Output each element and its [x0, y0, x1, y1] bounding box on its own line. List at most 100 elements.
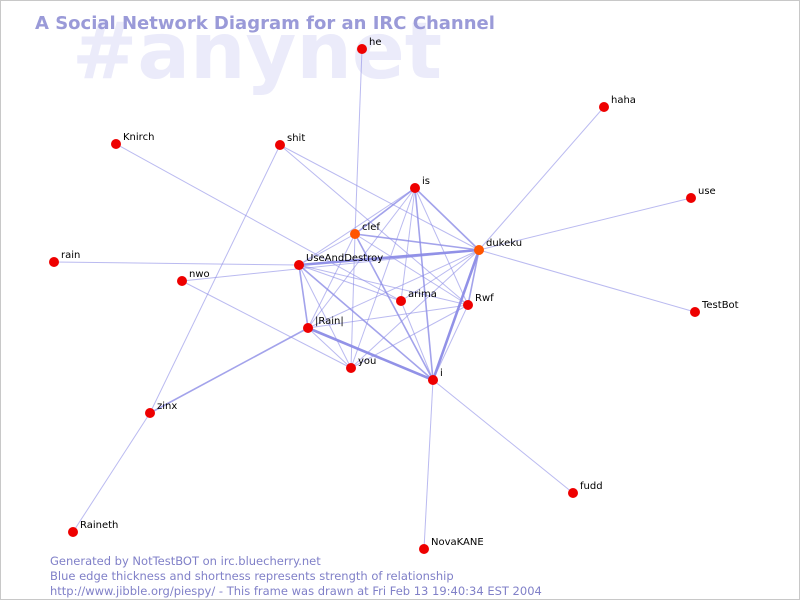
- node-dot: [294, 260, 304, 270]
- edge-is-arima: [400, 187, 416, 302]
- edge-useanddestroy-arima: [298, 264, 402, 302]
- edge-dukeku-i: [431, 249, 481, 381]
- edge-useanddestroy-rain: [298, 264, 309, 329]
- node-haha: haha: [599, 95, 636, 112]
- edge-fudd-i: [432, 379, 574, 494]
- node-fudd: fudd: [568, 481, 603, 498]
- footer-legend-note: Blue edge thickness and shortness repres…: [50, 569, 454, 583]
- footer-generated-by: Generated by NotTestBOT on irc.bluecherr…: [50, 554, 321, 568]
- edge-clef-rwf: [354, 233, 469, 306]
- node-arima: arima: [396, 289, 437, 306]
- node-rwf: Rwf: [463, 293, 494, 310]
- node-dot: [474, 245, 484, 255]
- node-dot: [68, 527, 78, 537]
- edge-dukeku-useanddestroy: [298, 248, 480, 267]
- node-label: UseAndDestroy: [306, 253, 383, 264]
- node-label: i: [440, 368, 443, 379]
- node-useanddestroy: UseAndDestroy: [294, 253, 383, 270]
- node-label: dukeku: [486, 238, 522, 249]
- edge-useanddestroy-i: [298, 264, 434, 381]
- node-dot: [686, 193, 696, 203]
- node-raineth: Raineth: [68, 520, 118, 537]
- node-dot: [690, 307, 700, 317]
- edge-use-dukeku: [478, 197, 692, 251]
- node-i: i: [428, 368, 443, 385]
- node-label: rain: [61, 250, 80, 261]
- node-label: haha: [611, 95, 636, 106]
- edge-clef-dukeku: [354, 233, 480, 251]
- edge-rain-rwf: [307, 304, 469, 329]
- node-clef: clef: [350, 222, 380, 239]
- edge-clef-useanddestroy: [298, 233, 356, 266]
- node-knirch: Knirch: [111, 132, 154, 149]
- node-dot: [419, 544, 429, 554]
- edge-he-clef: [354, 48, 363, 235]
- node-zinx: zinx: [145, 401, 177, 418]
- edge-zinx-raineth: [72, 412, 151, 533]
- edge-you-rwf: [350, 304, 469, 369]
- node-dot: [599, 102, 609, 112]
- edge-i-rwf: [432, 304, 469, 381]
- node-label: NovaKANE: [431, 537, 484, 548]
- node-label: use: [698, 186, 716, 197]
- diagram-title: A Social Network Diagram for an IRC Chan…: [35, 13, 495, 34]
- edge-rain-you: [307, 327, 352, 369]
- node-dot: [396, 296, 406, 306]
- edge-is-rain: [307, 187, 416, 329]
- edge-is-clef: [354, 187, 416, 235]
- node-label: Rwf: [475, 293, 494, 304]
- node-label: you: [358, 356, 376, 367]
- node-nwo: nwo: [177, 269, 210, 286]
- edge-zinx-rain: [149, 327, 309, 414]
- node-rain: rain: [49, 250, 80, 267]
- node-dot: [350, 229, 360, 239]
- node-label: |Rain|: [315, 316, 344, 327]
- node-dot: [463, 300, 473, 310]
- edge-dukeku-rain: [307, 249, 480, 329]
- node-is: is: [410, 176, 430, 193]
- edge-clef-rain: [307, 233, 356, 329]
- edge-i-arima: [400, 300, 434, 381]
- node-rain: |Rain|: [303, 316, 344, 333]
- edge-useanddestroy-you: [298, 264, 352, 369]
- node-dot: [568, 488, 578, 498]
- edge-useanddestroy-rwf: [298, 264, 469, 306]
- edge-shit-dukeku: [279, 144, 480, 251]
- edge-is-rwf: [414, 187, 469, 306]
- node-dot: [303, 323, 313, 333]
- edge-dukeku-rwf: [467, 249, 480, 306]
- edge-nwo-you: [181, 280, 352, 369]
- edge-is-you: [350, 187, 416, 369]
- node-dot: [357, 44, 367, 54]
- node-novakane: NovaKANE: [419, 537, 484, 554]
- node-dot: [410, 183, 420, 193]
- node-label: Raineth: [80, 520, 118, 531]
- node-label: nwo: [189, 269, 210, 280]
- edge-shit-zinx: [149, 144, 281, 414]
- node-dot: [346, 363, 356, 373]
- node-label: Knirch: [123, 132, 154, 143]
- edge-dukeku-you: [350, 249, 480, 369]
- node-label: shit: [287, 133, 305, 144]
- node-dukeku: dukeku: [474, 238, 522, 255]
- edge-is-useanddestroy: [298, 187, 416, 266]
- edge-haha-dukeku: [478, 106, 605, 251]
- node-label: he: [369, 37, 382, 48]
- node-testbot: TestBot: [690, 300, 739, 317]
- channel-watermark: #anynet: [72, 7, 442, 97]
- edge-testbot-dukeku: [478, 249, 696, 313]
- node-dot: [177, 276, 187, 286]
- edges-layer: [53, 48, 696, 550]
- node-he: he: [357, 37, 382, 54]
- edge-shit-rwf: [279, 144, 469, 306]
- edge-rain-i: [307, 326, 434, 382]
- node-dot: [428, 375, 438, 385]
- edge-rain-useanddestroy: [53, 261, 300, 266]
- node-label: is: [422, 176, 430, 187]
- node-use: use: [686, 186, 716, 203]
- node-dot: [145, 408, 155, 418]
- node-label: zinx: [157, 401, 177, 412]
